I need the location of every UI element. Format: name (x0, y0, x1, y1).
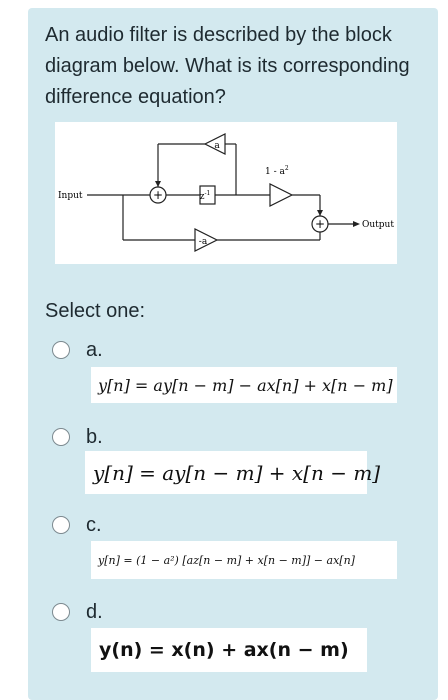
select-one-label: Select one: (45, 300, 146, 322)
svg-text:z-1: z-1 (200, 190, 211, 202)
radio-b[interactable] (52, 428, 70, 446)
option-b-letter: b. (86, 426, 103, 448)
svg-text:1 - a2: 1 - a2 (265, 165, 289, 177)
option-a-letter: a. (86, 339, 103, 361)
option-b-equation[interactable]: y[n] = ay[n − m] + x[n − m] (85, 451, 380, 494)
option-d-letter: d. (86, 601, 103, 623)
option-c-letter: c. (86, 514, 102, 536)
gain-exponent: 2 (285, 165, 289, 172)
block-diagram: + + a z-1 1 - a2 -a Input Output (55, 122, 397, 264)
delay-label: z (200, 192, 205, 202)
delay-exponent: -1 (204, 190, 210, 197)
option-d-equation[interactable]: y(n) = x(n) + ax(n − m) (91, 628, 367, 672)
option-a-equation[interactable]: y[n] = ay[n − m] − ax[n] + x[n − m] (91, 367, 397, 403)
gain-label: 1 - a (265, 167, 285, 177)
sum-symbol-2: + (315, 217, 325, 231)
input-label: Input (58, 191, 83, 201)
output-label: Output (362, 220, 394, 230)
question-text: An audio filter is described by the bloc… (45, 24, 410, 108)
block-diagram-svg: + + a z-1 1 - a2 -a Input Output (58, 133, 394, 252)
sum-symbol-1: + (153, 188, 163, 202)
feedback-gain-label: a (214, 141, 220, 151)
feedforward-gain-label: -a (199, 237, 208, 247)
option-c-equation[interactable]: y[n] = (1 − a²) [az[n − m] + x[n − m]] −… (91, 541, 397, 579)
radio-a[interactable] (52, 341, 70, 359)
radio-d[interactable] (52, 603, 70, 621)
radio-c[interactable] (52, 516, 70, 534)
